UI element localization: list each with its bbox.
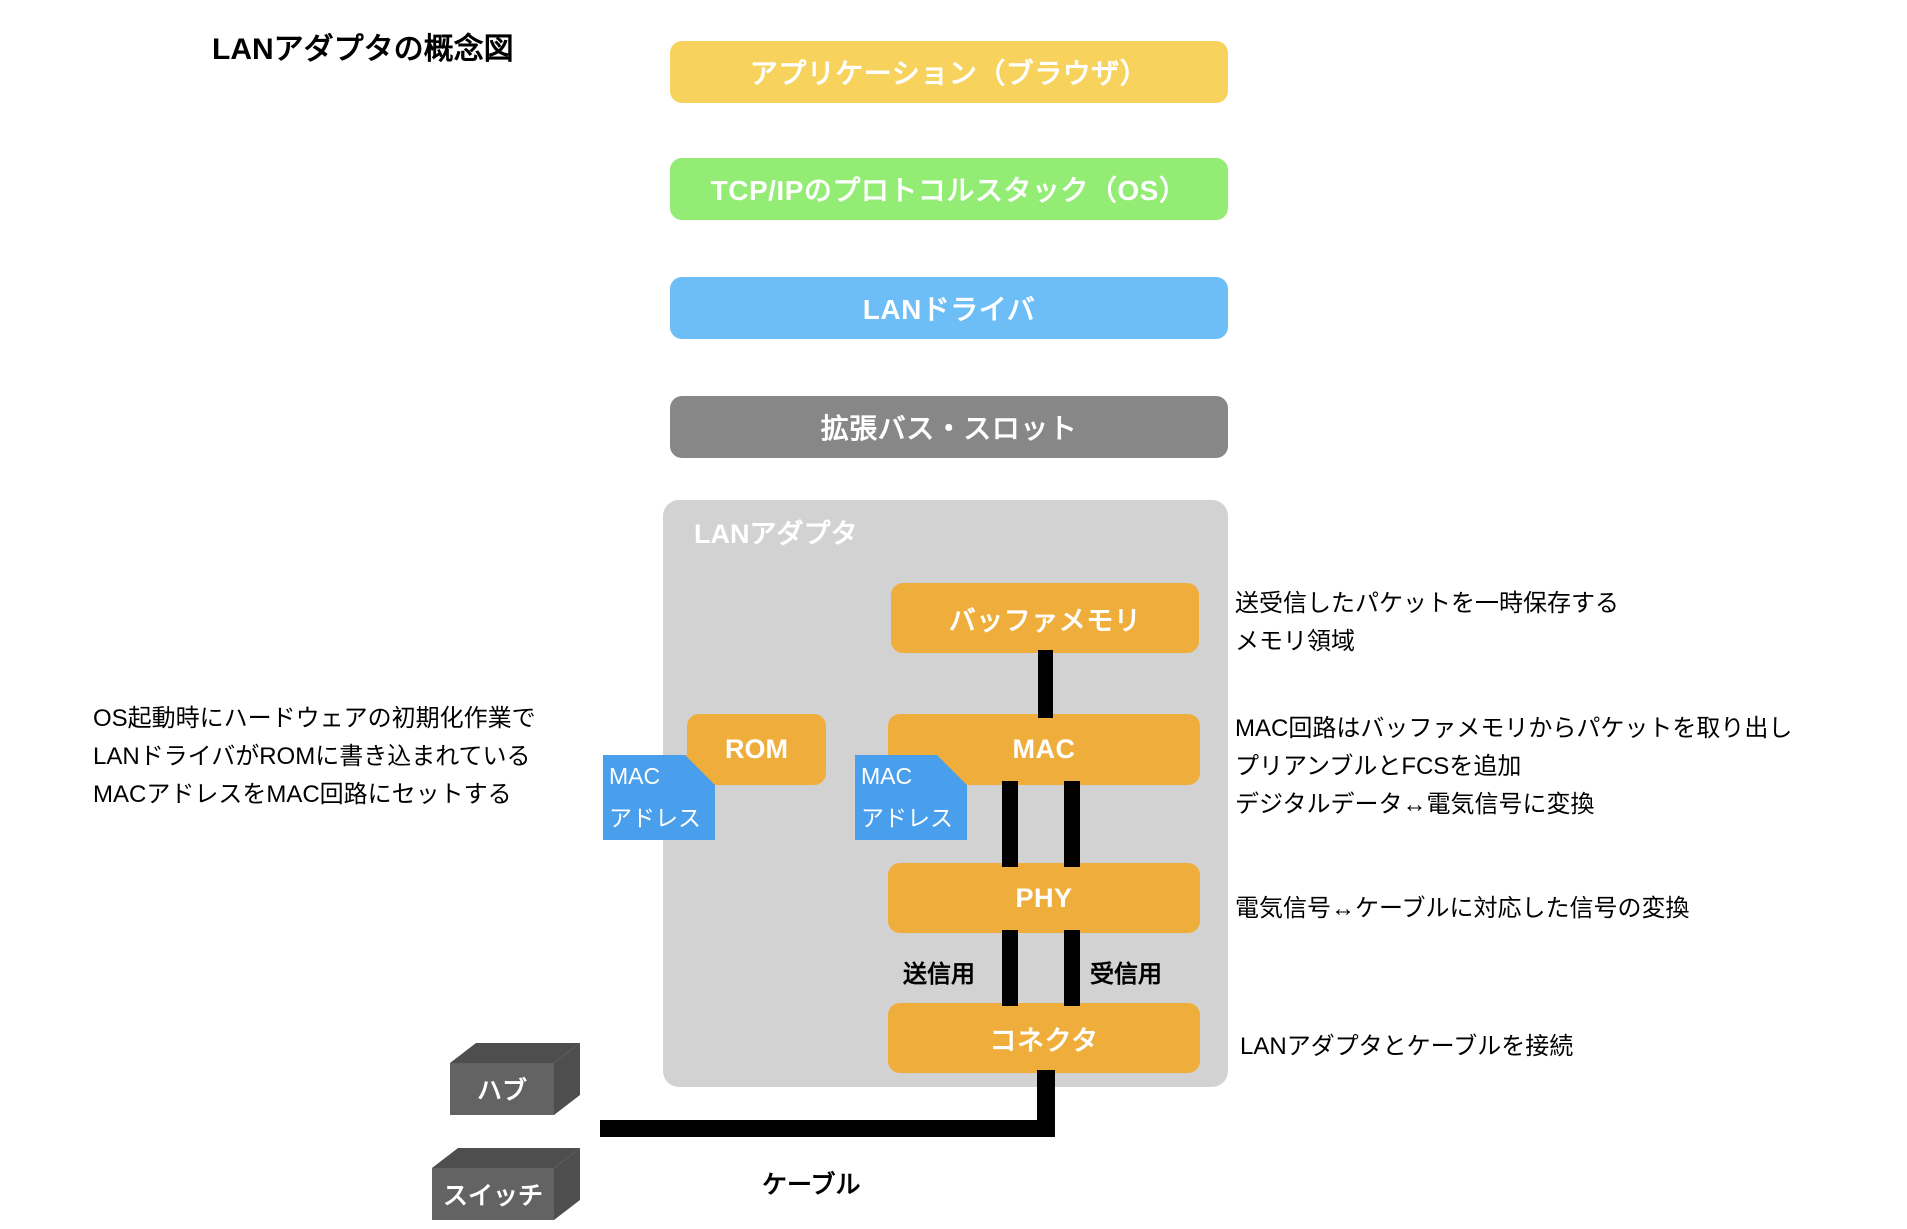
component-buffer-memory[interactable]: バッファメモリ [891,583,1199,653]
device-hub[interactable]: ハブ [450,1043,580,1115]
component-mac-label: MAC [1012,734,1076,764]
annotation-rom-mac-initialization: OS起動時にハードウェアの初期化作業で LANドライバがROMに書き込まれている… [93,700,536,814]
stack-box-expansion-bus[interactable]: 拡張バス・スロット [670,396,1228,458]
stack-box-tcpip-label: TCP/IPのプロトコルスタック（OS） [710,175,1188,206]
hub-3d-box-icon [450,1043,580,1115]
annotation-left-line1: OS起動時にハードウェアの初期化作業で [93,705,536,732]
stack-box-tcpip[interactable]: TCP/IPのプロトコルスタック（OS） [670,158,1228,220]
component-connector-label: コネクタ [989,1025,1099,1056]
connector-bar-buffer-to-mac [1038,650,1053,718]
cable-label: ケーブル [762,1171,861,1199]
page-title: LANアダプタの概念図 [212,33,514,66]
annotation-left-line2: LANドライバがROMに書き込まれている [93,743,531,770]
annotation-mac: MAC回路はバッファメモリからパケットを取り出し プリアンブルとFCSを追加 デ… [1235,710,1792,824]
device-switch[interactable]: スイッチ [432,1148,580,1220]
cable-horizontal-segment [600,1120,1055,1137]
component-buffer-memory-label: バッファメモリ [948,605,1142,636]
connector-bar-phy-to-connector-transmit [1002,930,1018,1006]
receive-label: 受信用 [1090,961,1162,988]
mac-address-note-rom-line1: MAC [609,763,661,789]
stack-box-lan-driver[interactable]: LANドライバ [670,277,1228,339]
stack-box-expansion-bus-label: 拡張バス・スロット [820,413,1078,444]
annotation-mac-line2: プリアンブルとFCSを追加 [1235,753,1522,780]
component-rom-label: ROM [725,734,788,764]
component-phy-label: PHY [1015,882,1073,913]
mac-address-note-mac-line1: MAC [861,763,913,789]
connector-bar-phy-to-connector-receive [1064,930,1080,1006]
device-switch-label: スイッチ [442,1182,543,1210]
mac-address-note-mac-line2: アドレス [861,805,953,831]
component-connector[interactable]: コネクタ [888,1003,1200,1073]
connector-bar-mac-to-phy-transmit [1002,781,1018,867]
device-hub-label: ハブ [476,1077,527,1105]
connector-bar-mac-to-phy-receive [1064,781,1080,867]
component-phy[interactable]: PHY [888,863,1200,933]
mac-address-note-rom-line2: アドレス [609,805,701,831]
stack-box-application[interactable]: アプリケーション（ブラウザ） [670,41,1228,103]
folded-corner-icon [937,755,967,785]
annotation-mac-line1: MAC回路はバッファメモリからパケットを取り出し [1235,715,1793,742]
transmit-label: 送信用 [903,961,975,988]
annotation-buffer-line1: 送受信したパケットを一時保存する [1235,590,1619,617]
annotation-mac-line3: デジタルデータ↔電気信号に変換 [1235,791,1595,818]
folded-corner-icon [685,755,715,785]
mac-address-note-mac[interactable]: MAC アドレス [855,755,967,840]
annotation-connector-line1: LANアダプタとケーブルを接続 [1240,1033,1574,1060]
stack-box-lan-driver-label: LANドライバ [862,294,1036,325]
annotation-phy: 電気信号↔ケーブルに対応した信号の変換 [1235,890,1690,928]
annotation-left-line3: MACアドレスをMAC回路にセットする [93,781,512,808]
annotation-buffer-line2: メモリ領域 [1235,628,1355,655]
annotation-buffer-memory: 送受信したパケットを一時保存する メモリ領域 [1235,585,1619,661]
stack-box-application-label: アプリケーション（ブラウザ） [749,58,1149,89]
lan-adapter-panel-label: LANアダプタ [694,519,858,549]
annotation-connector: LANアダプタとケーブルを接続 [1240,1028,1573,1066]
annotation-phy-line1: 電気信号↔ケーブルに対応した信号の変換 [1235,895,1690,922]
mac-address-note-rom[interactable]: MAC アドレス [603,755,715,840]
switch-3d-box-icon [432,1148,580,1220]
